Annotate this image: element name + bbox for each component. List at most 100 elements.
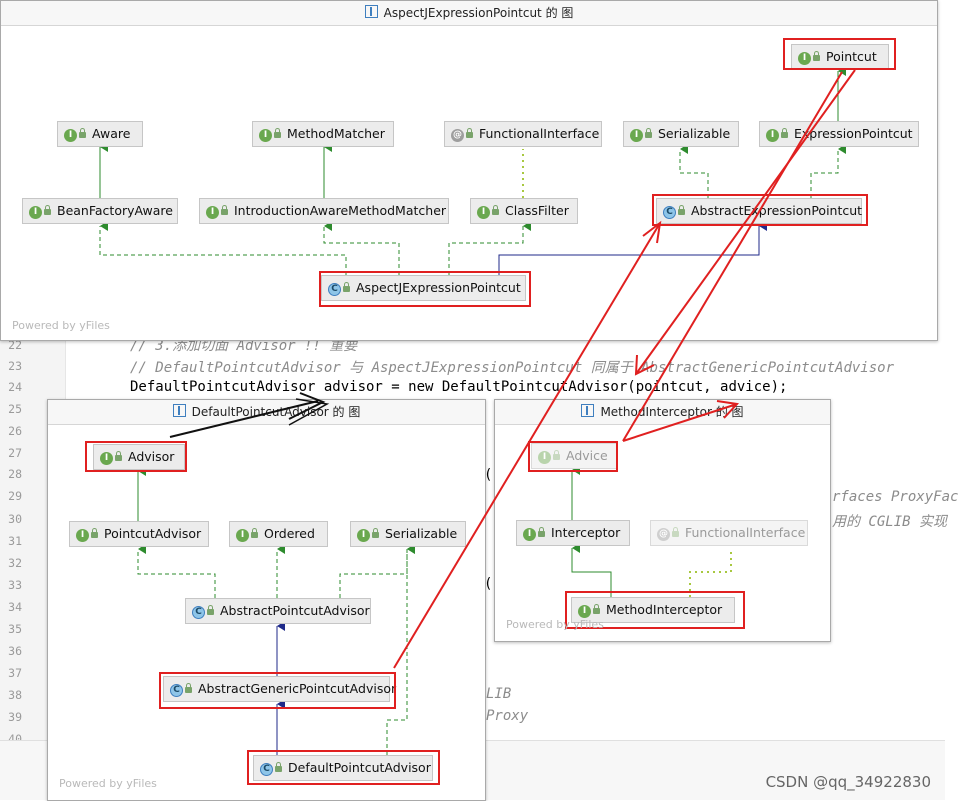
- lock-icon: [343, 282, 350, 292]
- lock-icon: [538, 527, 545, 537]
- lock-icon: [678, 205, 685, 215]
- interface-icon: I: [477, 206, 490, 219]
- code-fragment: 用的 CGLIB 实现: [832, 514, 948, 530]
- line-number: 29: [8, 489, 22, 503]
- interface-icon: I: [523, 528, 536, 541]
- red-arrow-head: [716, 400, 740, 419]
- lock-icon: [372, 528, 379, 538]
- red-arrow-line: [393, 222, 661, 669]
- lock-icon: [645, 128, 652, 138]
- line-number: 27: [8, 446, 22, 460]
- line-number: 24: [8, 380, 22, 394]
- window-title-bar[interactable]: AspectJExpressionPointcut 的 图: [1, 1, 937, 26]
- interface-icon: I: [259, 129, 272, 142]
- black-arrow-line: [169, 400, 319, 438]
- line-number: 22: [8, 338, 22, 352]
- line-number: 28: [8, 467, 22, 481]
- diagram-icon: [172, 404, 186, 417]
- interface-icon: I: [100, 452, 113, 465]
- line-number: 26: [8, 424, 22, 438]
- lock-icon: [593, 604, 600, 614]
- class-icon: C: [192, 606, 205, 619]
- red-arrow-line: [622, 403, 738, 442]
- code-line-23: // DefaultPointcutAdvisor 与 AspectJExpre…: [130, 360, 895, 376]
- line-number: 31: [8, 534, 22, 548]
- node-functional-interface[interactable]: @FunctionalInterface: [650, 520, 808, 546]
- lock-icon: [466, 128, 473, 138]
- code-line-22: // 3.添加切面 Advisor !! 重要: [130, 338, 358, 354]
- interface-icon: I: [578, 605, 591, 618]
- lock-icon: [274, 128, 281, 138]
- line-number: 33: [8, 578, 22, 592]
- class-icon: C: [170, 684, 183, 697]
- interface-icon: I: [29, 206, 42, 219]
- annotation-icon: @: [657, 528, 670, 541]
- lock-icon: [207, 605, 214, 615]
- line-number: 34: [8, 600, 22, 614]
- line-number: 35: [8, 622, 22, 636]
- line-number: 39: [8, 710, 22, 724]
- red-arrow-line: [622, 71, 843, 442]
- lock-icon: [44, 205, 51, 215]
- black-arrow-head: [288, 398, 330, 426]
- lock-icon: [813, 51, 820, 61]
- powered-by-label: Powered by yFiles: [12, 319, 110, 332]
- lock-icon: [492, 205, 499, 215]
- interface-icon: I: [206, 206, 219, 219]
- edges-top: [99, 66, 846, 275]
- edges-right: [571, 465, 732, 597]
- interface-icon: I: [538, 451, 551, 464]
- code-fragment: LIB: [486, 686, 512, 702]
- class-icon: C: [328, 283, 341, 296]
- lock-icon: [553, 450, 560, 460]
- diagram-icon: [364, 5, 378, 18]
- window-title: MethodInterceptor 的 图: [600, 405, 744, 419]
- red-arrow-head: [642, 220, 662, 244]
- line-number: 32: [8, 556, 22, 570]
- lock-icon: [79, 128, 86, 138]
- interface-icon: I: [357, 529, 370, 542]
- window-title: AspectJExpressionPointcut 的 图: [383, 6, 574, 20]
- code-line-24: DefaultPointcutAdvisor advisor = new Def…: [130, 379, 788, 395]
- interface-icon: I: [766, 129, 779, 142]
- powered-by-label: Powered by yFiles: [506, 618, 604, 631]
- lock-icon: [781, 128, 788, 138]
- class-icon: C: [663, 206, 676, 219]
- powered-by-label: Powered by yFiles: [59, 777, 157, 790]
- class-icon: C: [260, 763, 273, 776]
- watermark: CSDN @qq_34922830: [765, 773, 931, 791]
- line-number: 36: [8, 644, 22, 658]
- interface-icon: I: [236, 529, 249, 542]
- lock-icon: [185, 683, 192, 693]
- code-fragment: Proxy: [486, 708, 529, 724]
- black-arrow-head: [288, 392, 326, 420]
- lock-icon: [251, 528, 258, 538]
- line-number: 30: [8, 512, 22, 526]
- line-number: 23: [8, 359, 22, 373]
- code-fragment: rfaces ProxyFac: [832, 489, 958, 505]
- node-functional-interface[interactable]: @FunctionalInterface: [444, 121, 602, 147]
- lock-icon: [115, 451, 122, 461]
- red-arrow-line: [635, 69, 856, 375]
